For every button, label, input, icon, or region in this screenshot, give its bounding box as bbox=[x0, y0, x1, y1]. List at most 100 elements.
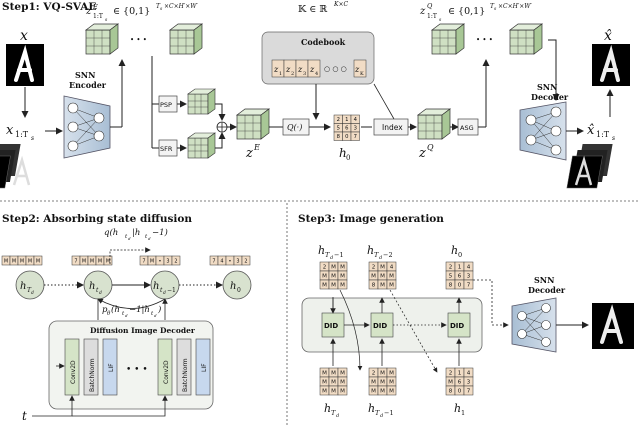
seq-token-cell-text: M bbox=[82, 258, 86, 264]
token-cell bbox=[337, 385, 348, 396]
seq-token-cell-text: M bbox=[150, 258, 154, 264]
svg-text:t: t bbox=[151, 311, 154, 317]
zq-seq-label: z Q 1:T s ∈ {0,1} T s ×C×H′×W′ bbox=[419, 2, 532, 23]
token-cell-text: M bbox=[371, 273, 376, 279]
svg-text:T: T bbox=[490, 3, 495, 10]
step3-decoder-label-1: SNN bbox=[534, 275, 554, 285]
svg-text:z: z bbox=[245, 146, 253, 161]
svg-text:d: d bbox=[154, 313, 157, 318]
ze-label: z E bbox=[245, 143, 260, 161]
seq-token-cell-text: • bbox=[229, 258, 232, 264]
svg-text:t: t bbox=[160, 287, 163, 294]
svg-text:Conv2D: Conv2D bbox=[163, 360, 170, 384]
svg-text:h: h bbox=[20, 281, 26, 292]
output-xhat-label: x̂ bbox=[604, 28, 612, 44]
svg-text:−2: −2 bbox=[383, 251, 393, 259]
token-cell-text: M bbox=[340, 273, 345, 279]
neuron-icon bbox=[550, 106, 562, 118]
svg-text:T: T bbox=[325, 251, 330, 259]
token-cell-text: M bbox=[331, 379, 336, 385]
svg-text:d: d bbox=[31, 290, 34, 296]
token-cell-text: M bbox=[340, 282, 345, 288]
asg-label: ASG bbox=[460, 124, 474, 132]
token-cell-text: M bbox=[380, 273, 385, 279]
token-cell-text: M bbox=[331, 370, 336, 376]
top-label-3: h 0 bbox=[451, 244, 462, 259]
svg-text:T: T bbox=[331, 409, 336, 417]
token-cell-text: M bbox=[380, 370, 385, 376]
token-cell-text: 2 bbox=[449, 370, 453, 376]
svg-text:x: x bbox=[6, 123, 14, 138]
neuron-icon bbox=[67, 140, 79, 152]
token-cell-text: 3 bbox=[354, 126, 357, 132]
token-cell-text: M bbox=[371, 379, 376, 385]
seq-token-cell-text: • bbox=[159, 258, 162, 264]
chain-node-htd: h t d bbox=[83, 270, 113, 300]
token-cell-text: M bbox=[331, 273, 336, 279]
token-cell-text: M bbox=[322, 379, 327, 385]
token-cell-text: 2 bbox=[372, 370, 376, 376]
token-cell-text: M bbox=[448, 379, 453, 385]
neuron-icon bbox=[550, 125, 562, 137]
svg-text:−1: −1 bbox=[334, 251, 344, 259]
svg-text:1:T: 1:T bbox=[15, 130, 29, 139]
neuron-icon bbox=[93, 112, 105, 124]
seq-token-cell-text: M bbox=[36, 258, 40, 264]
token-cell-text: 4 bbox=[467, 264, 471, 270]
token-cell-text: 4 bbox=[354, 117, 358, 123]
token-cell-text: 5 bbox=[449, 273, 453, 279]
codebook-entry: z bbox=[309, 65, 315, 74]
seq-token-cell-text: M bbox=[98, 258, 102, 264]
token-cell-text: 2 bbox=[449, 264, 453, 270]
ze-cube bbox=[235, 108, 271, 140]
svg-text:q(h: q(h bbox=[104, 227, 118, 238]
svg-text:E: E bbox=[92, 3, 98, 11]
token-cell-text: 3 bbox=[467, 273, 471, 279]
svg-text:d: d bbox=[330, 255, 333, 261]
svg-text:h: h bbox=[318, 244, 325, 257]
codebook-title: Codebook bbox=[301, 37, 346, 47]
svg-text:−1: −1 bbox=[384, 409, 394, 417]
svg-text:t: t bbox=[145, 234, 148, 240]
neuron-icon bbox=[541, 337, 551, 347]
did-block-1: DID bbox=[321, 312, 345, 338]
svg-text:T: T bbox=[374, 251, 379, 259]
token-cell-text: M bbox=[340, 370, 345, 376]
token-cell-text: 4 bbox=[467, 370, 471, 376]
input-seq-label: x 1:T s bbox=[6, 123, 34, 142]
token-cell-text: M bbox=[389, 273, 394, 279]
token-cell-text: 2 bbox=[372, 264, 376, 270]
token-cell-text: 1 bbox=[345, 117, 348, 123]
neuron-icon bbox=[550, 144, 562, 156]
step2-title: Step2: Absorbing state diffusion bbox=[2, 213, 192, 225]
chain-node-hTd: h T d bbox=[15, 270, 45, 300]
token-cell-text: 6 bbox=[458, 379, 462, 385]
seq-token-cell-text: 2 bbox=[174, 258, 177, 264]
token-cell-text: M bbox=[322, 370, 327, 376]
svg-text:4: 4 bbox=[315, 71, 318, 77]
chain-node-h0: h 0 bbox=[222, 270, 252, 300]
svg-text:×C×H′×W′: ×C×H′×W′ bbox=[164, 3, 198, 10]
svg-text:DID: DID bbox=[450, 322, 464, 330]
svg-text:(h: (h bbox=[111, 304, 120, 315]
token-cell-text: 8 bbox=[372, 282, 376, 288]
codebook-entry: z bbox=[354, 65, 360, 74]
seq-token-cell-text: 2 bbox=[244, 258, 247, 264]
step3-decoder-label-2: Decoder bbox=[528, 285, 566, 295]
seq-token-cell bbox=[103, 255, 113, 266]
token-cell-text: M bbox=[340, 379, 345, 385]
p-theta-label: p θ (h t d −1|h t d ) bbox=[102, 304, 161, 318]
did-block-3: DID bbox=[447, 312, 471, 338]
zq-label: z Q bbox=[418, 143, 434, 161]
token-cell-text: M bbox=[389, 379, 394, 385]
zq-seq-cubes: • • • bbox=[430, 23, 544, 55]
svg-text:t: t bbox=[96, 287, 99, 294]
seq-token-cell bbox=[171, 255, 181, 266]
token-cell-text: M bbox=[389, 388, 394, 394]
decoder-title: Diffusion Image Decoder bbox=[90, 326, 196, 335]
